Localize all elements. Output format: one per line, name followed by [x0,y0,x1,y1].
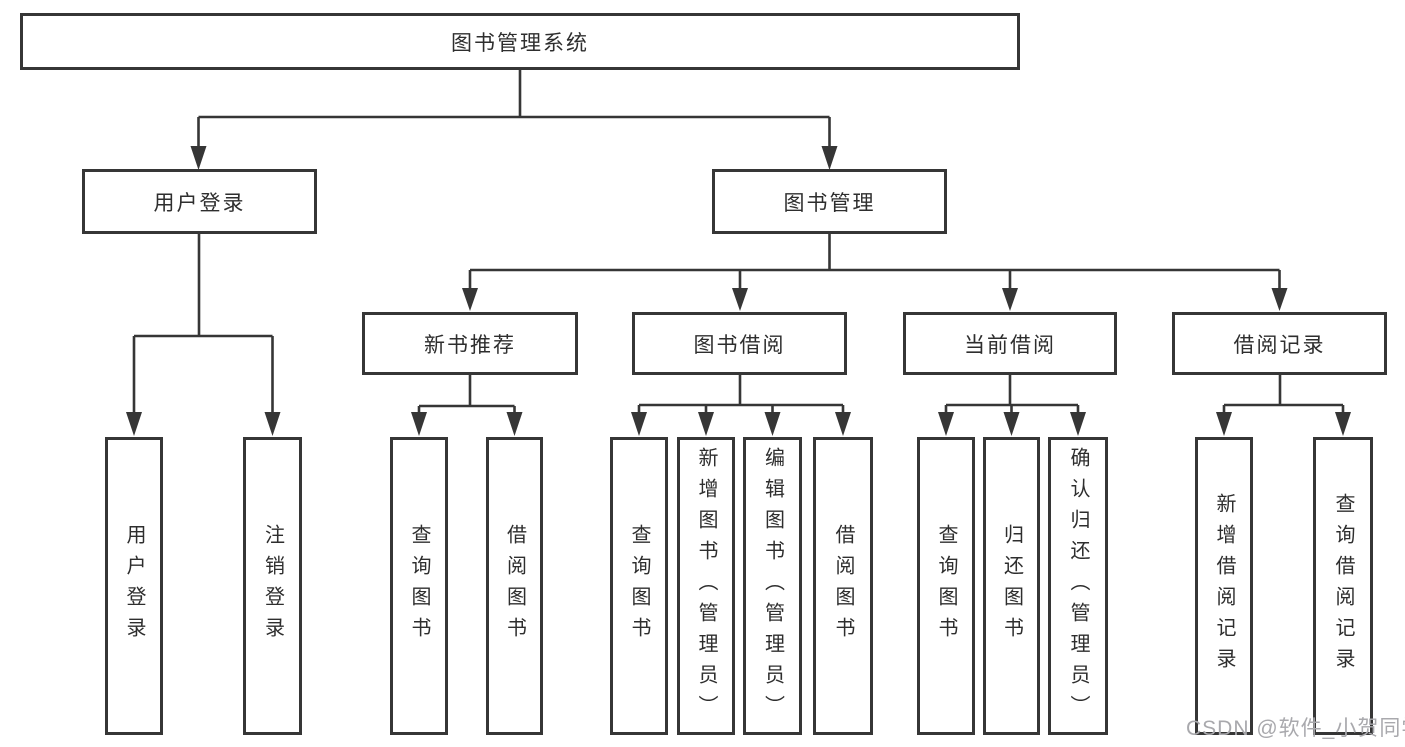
node-library-system: 图书管理系统 [20,13,1020,70]
leaf-cb-return-books: 归还图书 [983,437,1040,735]
leaf-logout: 注销登录 [243,437,302,735]
csdn-watermark: CSDN @软件_小贺同学 [1186,717,1405,740]
leaf-br-query-record-label: 查询借阅记录 [1332,493,1354,679]
leaf-user-login: 用户登录 [105,437,163,735]
arrowhead [764,412,781,436]
leaf-nb-borrow-books: 借阅图书 [486,437,543,735]
arrowhead [631,412,647,436]
connector-borrow-records-branch [1216,375,1351,436]
arrowhead [938,412,954,436]
arrowhead [462,288,478,311]
leaf-bb-borrow-books: 借阅图书 [813,437,873,735]
arrowhead [1003,412,1020,436]
leaf-cb-query-books-label: 查询图书 [935,524,957,648]
connector-root-to-level2 [190,69,838,170]
arrowhead [698,412,714,436]
node-book-management-label: 图书管理 [783,191,876,215]
connector-line [468,234,1281,290]
connector-user-login-branch [126,234,281,436]
connector-line [417,375,516,414]
leaf-br-add-record: 新增借阅记录 [1195,437,1253,735]
arrowhead [126,412,142,436]
arrowhead [411,412,427,436]
leaf-user-login-label: 用户登录 [123,524,145,648]
leaf-bb-add-books-admin-label: 新增图书（管理员） [695,446,717,726]
leaf-cb-query-books: 查询图书 [917,437,975,735]
node-current-borrow-label: 当前借阅 [964,333,1056,357]
leaf-cb-return-books-label: 归还图书 [1000,524,1023,648]
node-new-book-recommend: 新书推荐 [362,312,578,375]
node-book-borrow-label: 图书借阅 [693,333,786,357]
arrowhead [1271,288,1288,311]
arrowhead [821,146,838,170]
node-new-book-recommend-label: 新书推荐 [424,333,516,357]
leaf-br-add-record-label: 新增借阅记录 [1213,493,1235,679]
connector-line [132,234,274,414]
node-user-login: 用户登录 [82,169,317,234]
leaf-nb-query-books: 查询图书 [390,437,448,735]
arrowhead [835,412,851,436]
connector-line [944,375,1080,414]
leaf-logout-label: 注销登录 [261,524,284,648]
arrowhead [1216,412,1232,436]
leaf-bb-add-books-admin: 新增图书（管理员） [677,437,735,735]
node-book-borrow: 图书借阅 [632,312,847,375]
leaf-bb-edit-books-admin-label: 编辑图书（管理员） [761,446,784,726]
leaf-br-query-record: 查询借阅记录 [1313,437,1373,735]
leaf-bb-borrow-books-label: 借阅图书 [832,524,854,648]
node-borrow-records-label: 借阅记录 [1233,333,1326,357]
leaf-bb-query-books: 查询图书 [610,437,668,735]
connector-book-management-to-level3 [462,234,1288,311]
node-current-borrow: 当前借阅 [903,312,1117,375]
arrowhead [506,412,523,436]
node-borrow-records: 借阅记录 [1172,312,1387,375]
arrowhead [190,146,207,170]
connector-book-borrow-branch [631,375,851,436]
leaf-cb-confirm-return-admin: 确认归还（管理员） [1048,437,1108,735]
arrowhead [732,288,748,311]
connector-new-book-recommend-branch [411,375,523,436]
arrowhead [264,412,281,436]
connector-current-borrow-branch [938,375,1086,436]
node-user-login-label: 用户登录 [153,191,246,215]
connector-line [1222,375,1345,414]
arrowhead [1002,288,1018,311]
connector-line [637,375,845,414]
arrowhead [1070,412,1086,436]
leaf-bb-query-books-label: 查询图书 [628,524,650,648]
arrowhead [1335,412,1351,436]
node-library-system-label: 图书管理系统 [451,31,589,55]
leaf-cb-confirm-return-admin-label: 确认归还（管理员） [1067,446,1089,726]
connector-line [197,69,831,148]
leaf-nb-borrow-books-label: 借阅图书 [503,524,526,648]
node-book-management: 图书管理 [712,169,947,234]
leaf-bb-edit-books-admin: 编辑图书（管理员） [743,437,802,735]
leaf-nb-query-books-label: 查询图书 [408,524,430,648]
